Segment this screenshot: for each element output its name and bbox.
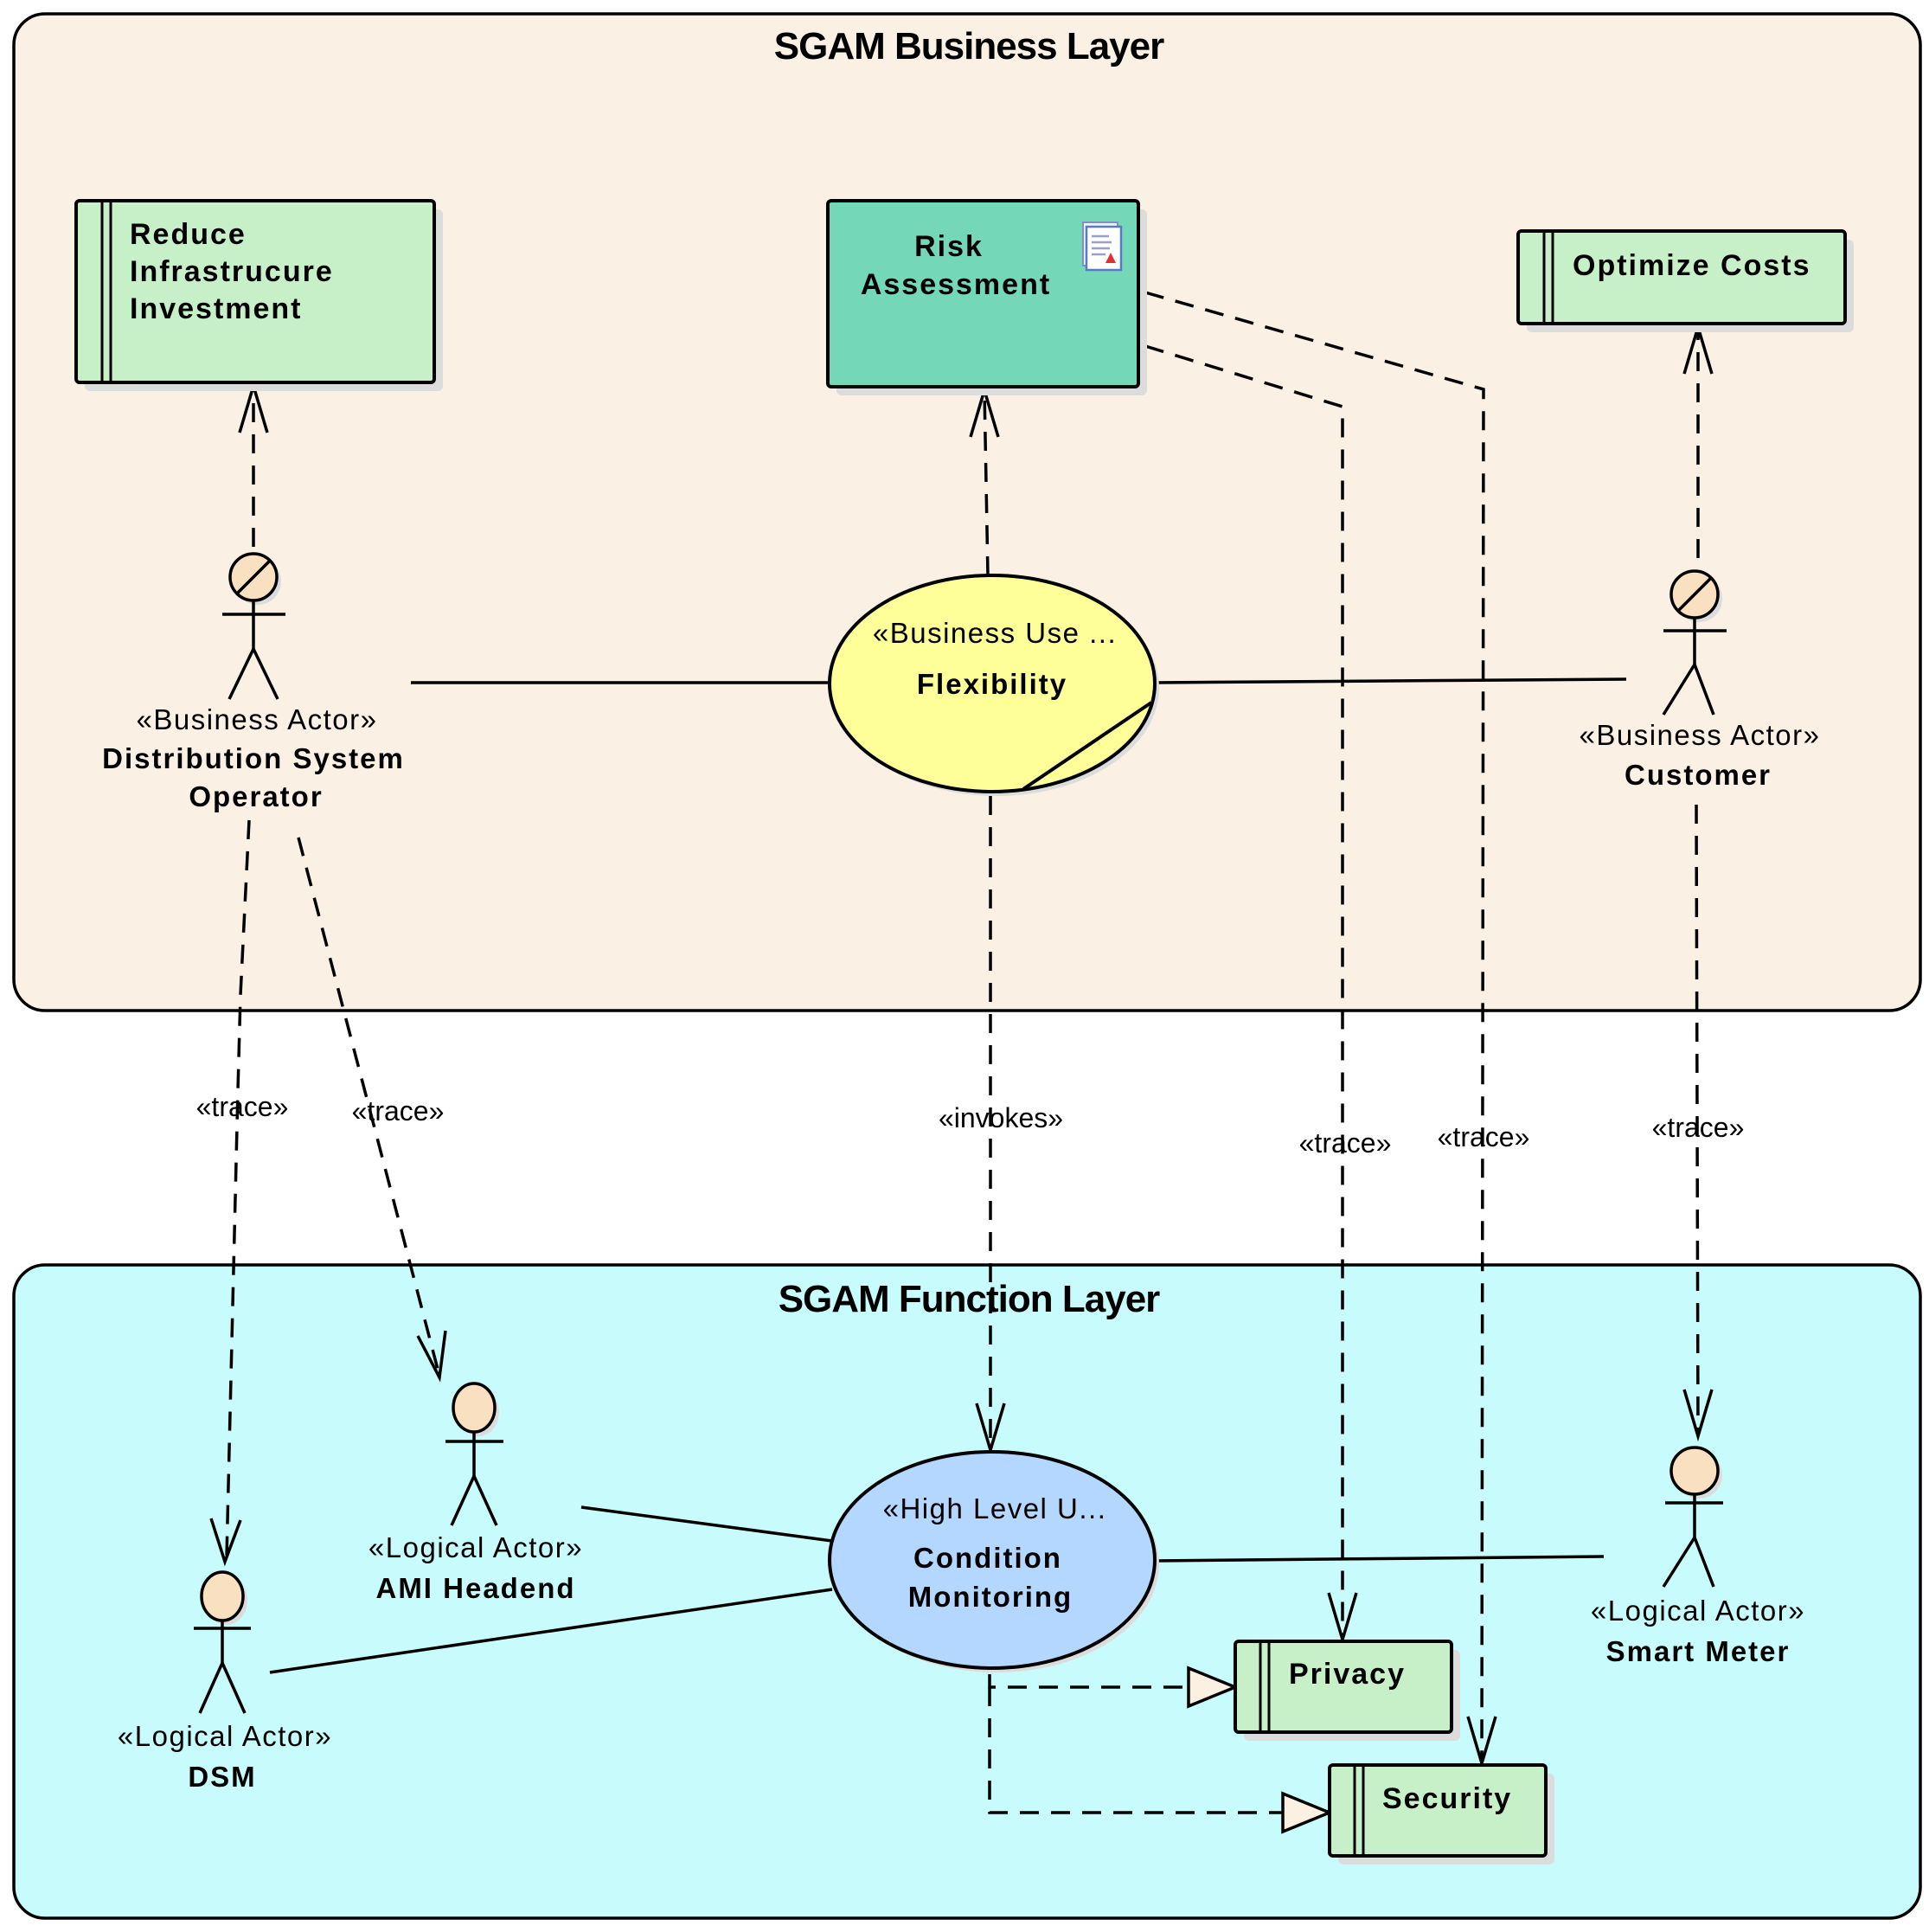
condition-monitoring-name-line-2: Monitoring — [908, 1581, 1073, 1613]
customer-to-smart-meter-trace[interactable] — [1695, 804, 1700, 1437]
reduce-infrastructure-investment-box[interactable]: Reduce Infrastrucure Investment — [74, 199, 443, 391]
optimize-costs-box[interactable]: Optimize Costs — [1516, 229, 1854, 332]
flexibility-stereotype: «Business Use ... — [873, 617, 1117, 649]
reduce-line-1: Reduce — [130, 218, 247, 251]
dso-to-dsm-trace[interactable] — [225, 819, 251, 1558]
ami-name: AMI Headend — [375, 1572, 575, 1604]
logical-actor-icon — [445, 1382, 503, 1526]
trace-label-dsm: «trace» — [196, 1091, 289, 1122]
risk-line-2: Assessment — [861, 268, 1051, 301]
open-arrowhead-icon — [209, 1518, 242, 1567]
condition-monitoring-name-line-1: Condition — [913, 1542, 1062, 1574]
flexibility-use-case[interactable]: «Business Use ... Flexibility — [828, 574, 1159, 796]
logical-actor-icon — [1662, 1446, 1723, 1588]
customer-name: Customer — [1625, 759, 1772, 791]
connectors: «trace» «trace» «invokes» «trace» «trace… — [196, 291, 1745, 1834]
requirement-box — [1328, 1763, 1548, 1858]
dso-actor[interactable]: «Business Actor» Distribution System Ope… — [102, 552, 405, 812]
customer-actor[interactable]: «Business Actor» Customer — [1580, 569, 1821, 791]
trace-label-ami: «trace» — [352, 1095, 445, 1126]
ami-headend-actor[interactable]: «Logical Actor» AMI Headend — [368, 1382, 583, 1604]
trace-label-smart-meter: «trace» — [1652, 1112, 1745, 1143]
privacy-box[interactable]: Privacy — [1234, 1640, 1460, 1741]
risk-to-security-trace[interactable] — [1144, 291, 1485, 1764]
use-case-ellipse — [828, 1450, 1157, 1670]
use-case-ellipse — [828, 574, 1157, 793]
condition-monitoring-to-security-realization[interactable] — [988, 1687, 1284, 1814]
ami-condition-monitoring-association[interactable] — [580, 1505, 833, 1543]
dsm-stereotype: «Logical Actor» — [118, 1720, 332, 1752]
function-layer-title: SGAM Function Layer — [779, 1278, 1160, 1320]
business-actor-icon — [222, 552, 285, 700]
customer-stereotype: «Business Actor» — [1580, 719, 1821, 751]
open-arrowhead-icon — [1682, 1389, 1714, 1442]
flexibility-name: Flexibility — [917, 668, 1067, 700]
risk-box — [826, 199, 1140, 388]
smart-meter-name: Smart Meter — [1606, 1635, 1791, 1667]
business-use-case-fold — [1022, 701, 1153, 791]
dso-stereotype: «Business Actor» — [137, 703, 378, 735]
hollow-triangle-arrow-icon — [1281, 1791, 1334, 1834]
requirement-box — [1516, 229, 1847, 325]
dso-name-line-1: Distribution System — [102, 742, 405, 774]
reduce-line-3: Investment — [130, 292, 303, 325]
customer-flexibility-association[interactable] — [1155, 677, 1627, 684]
smart-meter-stereotype: «Logical Actor» — [1591, 1595, 1805, 1627]
dsm-name: DSM — [188, 1761, 256, 1793]
dsm-actor[interactable]: «Logical Actor» DSM — [118, 1570, 332, 1793]
document-icon — [1082, 221, 1123, 272]
trace-label-privacy: «trace» — [1299, 1127, 1392, 1159]
business-layer[interactable]: SGAM Business Layer — [12, 12, 1922, 1012]
requirement-box — [74, 199, 436, 384]
open-arrowhead-icon — [416, 1330, 447, 1383]
risk-line-1: Risk — [914, 230, 984, 263]
security-box[interactable]: Security — [1328, 1763, 1554, 1865]
requirement-box — [1234, 1640, 1453, 1734]
security-label: Security — [1382, 1782, 1512, 1815]
business-actor-icon — [1662, 569, 1727, 716]
business-layer-title: SGAM Business Layer — [774, 25, 1164, 67]
reduce-line-2: Infrastrucure — [130, 255, 334, 288]
smart-meter-condition-monitoring-association[interactable] — [1154, 1555, 1605, 1563]
logical-actor-icon — [194, 1570, 251, 1714]
risk-to-privacy-trace[interactable] — [1144, 344, 1344, 1640]
risk-assessment-box[interactable]: Risk Assessment — [826, 199, 1147, 395]
hollow-triangle-arrow-icon — [1187, 1666, 1240, 1709]
privacy-label: Privacy — [1289, 1658, 1406, 1691]
condition-monitoring-stereotype: «High Level U... — [883, 1492, 1107, 1524]
dsm-condition-monitoring-association[interactable] — [269, 1588, 833, 1674]
ami-stereotype: «Logical Actor» — [368, 1531, 583, 1563]
invokes-label: «invokes» — [939, 1102, 1063, 1133]
business-layer-frame — [12, 12, 1922, 1012]
dso-name-line-2: Operator — [189, 780, 323, 812]
smart-meter-actor[interactable]: «Logical Actor» Smart Meter — [1591, 1446, 1805, 1667]
optimize-label: Optimize Costs — [1573, 249, 1810, 282]
open-arrowhead-icon — [975, 1402, 1006, 1456]
trace-label-security: «trace» — [1438, 1121, 1530, 1152]
condition-monitoring-use-case[interactable]: «High Level U... Condition Monitoring — [828, 1450, 1159, 1672]
